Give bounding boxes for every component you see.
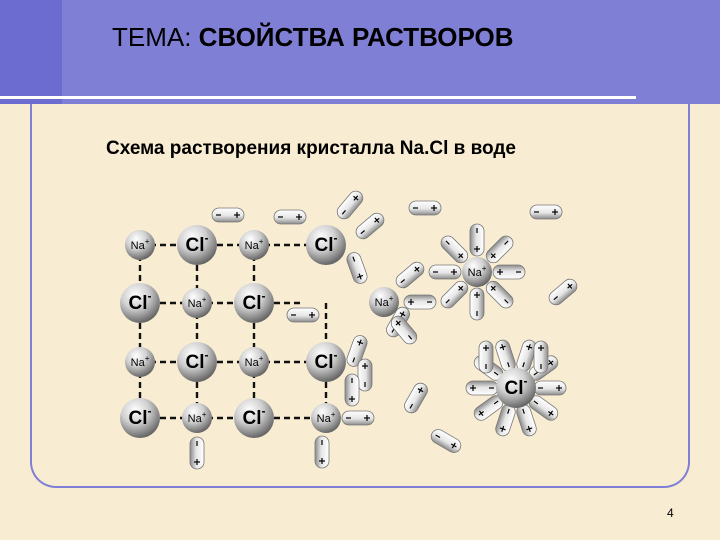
header-band <box>0 0 720 104</box>
header-edge <box>0 0 62 104</box>
leaving-na-ion: Na+ <box>369 287 399 317</box>
ion-cl-r4c1: Cl- <box>120 398 160 438</box>
svg-text:Cl-: Cl- <box>505 374 528 399</box>
diagram-title: Схема растворения кристалла Na.Cl в воде <box>106 138 516 159</box>
ion-na-r1c3: Na+ <box>239 230 269 260</box>
water-molecule <box>408 200 442 216</box>
ion-na-r2c2: Na+ <box>182 288 212 318</box>
water-molecule <box>346 335 368 367</box>
water-molecule <box>548 278 578 306</box>
water-molecule <box>357 358 373 392</box>
water-molecule <box>529 204 563 220</box>
water-molecule <box>314 435 330 469</box>
ion-cl-r3c2: Cl- <box>177 342 217 382</box>
hydration-water <box>440 280 469 309</box>
slide-title: ТЕМА: СВОЙСТВА РАСТВОРОВ <box>112 22 514 53</box>
water-molecule <box>286 307 320 323</box>
svg-text:Cl-: Cl- <box>186 231 209 256</box>
ion-cl-r1c4: Cl- <box>306 225 346 265</box>
ion-cl-r1c2: Cl- <box>177 225 217 265</box>
hydration-water <box>469 287 485 321</box>
ion-cl-r2c1: Cl- <box>120 283 160 323</box>
hydration-water <box>485 235 514 264</box>
water-molecule <box>211 207 245 223</box>
water-molecule <box>355 212 385 240</box>
hydration-water <box>390 315 418 345</box>
page-number: 4 <box>667 506 674 520</box>
title-rule <box>0 96 636 99</box>
water-molecules <box>189 190 578 470</box>
ion-cl-r3c4: Cl- <box>306 342 346 382</box>
water-molecule <box>395 261 425 289</box>
ion-na-r4c4: Na+ <box>311 403 341 433</box>
water-molecule <box>478 340 494 374</box>
ion-cl-r2c3: Cl- <box>234 283 274 323</box>
hydration-water <box>465 380 499 396</box>
ions: Na+ Cl- Na+ Cl- Cl- Na+ Cl- Na+ Cl- Na+ Cl- Cl- Na+ C… <box>120 225 536 438</box>
hydration-water <box>533 380 567 396</box>
water-molecule <box>430 429 462 453</box>
svg-text:Cl-: Cl- <box>129 404 152 429</box>
water-molecule <box>336 190 364 220</box>
hydration-water <box>428 264 462 280</box>
hydration-water <box>440 235 469 264</box>
water-molecule <box>189 436 205 470</box>
svg-text:Cl-: Cl- <box>315 231 338 256</box>
hydration-water <box>403 294 437 310</box>
hydrated-na-ion: Na+ <box>462 257 492 287</box>
water-molecule <box>533 340 549 374</box>
water-molecule <box>273 209 307 225</box>
hydration-water <box>516 339 537 372</box>
lattice-bonds <box>138 243 328 420</box>
water-molecule <box>404 382 428 414</box>
water-molecule <box>344 373 360 407</box>
svg-text:Cl-: Cl- <box>129 289 152 314</box>
hydration-water <box>469 223 485 257</box>
ion-na-r3c3: Na+ <box>239 347 269 377</box>
svg-text:Cl-: Cl- <box>243 404 266 429</box>
svg-text:Cl-: Cl- <box>243 289 266 314</box>
title-main: СВОЙСТВА РАСТВОРОВ <box>198 22 514 52</box>
svg-text:Cl-: Cl- <box>315 348 338 373</box>
hydrated-cl-ion: Cl- <box>496 368 536 408</box>
water-molecule <box>346 252 368 284</box>
ion-na-r3c1: Na+ <box>125 347 155 377</box>
hydration-water <box>485 280 514 309</box>
ion-cl-r4c3: Cl- <box>234 398 274 438</box>
content-frame <box>30 104 690 488</box>
ion-na-r1c1: Na+ <box>125 230 155 260</box>
hydration-water <box>492 264 526 280</box>
title-prefix: ТЕМА: <box>112 22 199 52</box>
ion-na-r4c2: Na+ <box>182 403 212 433</box>
water-molecule <box>341 410 375 426</box>
svg-text:Cl-: Cl- <box>186 348 209 373</box>
